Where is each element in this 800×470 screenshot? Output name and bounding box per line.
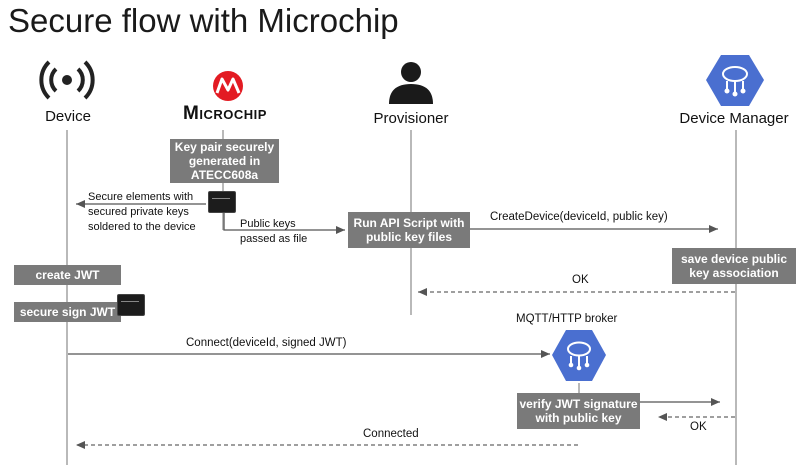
- secure-elements-note: Secure elements with secured private key…: [88, 191, 196, 233]
- broker-icon: [552, 330, 606, 381]
- device-manager-icon: [706, 55, 764, 106]
- page-title: Secure flow with Microchip: [8, 2, 399, 39]
- create-jwt-box: create JWT: [14, 265, 121, 285]
- chip-icon: [208, 191, 236, 213]
- microchip-logo-text: Microchip: [183, 103, 267, 124]
- device-icon: [39, 60, 95, 100]
- person-icon: [389, 62, 433, 104]
- connected-label: Connected: [363, 428, 419, 440]
- public-keys-note: Public keys passed as file: [240, 218, 308, 245]
- arrow-public-keys: [223, 207, 345, 234]
- provisioner-label: Provisioner: [373, 110, 449, 127]
- device-lifeline: [66, 130, 68, 465]
- microchip-logo-icon: [213, 71, 243, 101]
- manager-lifeline: [735, 130, 737, 465]
- broker-lifeline: [578, 383, 580, 395]
- run-script-box: Run API Script with public key files: [348, 212, 470, 248]
- device-manager-label: Device Manager: [679, 110, 789, 127]
- ok1-label: OK: [572, 274, 589, 286]
- create-device-label: CreateDevice(deviceId, public key): [490, 211, 668, 223]
- device-label: Device: [45, 108, 91, 125]
- ok2-label: OK: [690, 421, 707, 433]
- broker-label: MQTT/HTTP broker: [516, 313, 618, 325]
- save-assoc-box: save device public key association: [672, 248, 796, 284]
- connect-label: Connect(deviceId, signed JWT): [186, 337, 347, 349]
- sign-jwt-box: secure sign JWT: [14, 302, 121, 322]
- chip-icon: [117, 294, 145, 316]
- keypair-box: Key pair securely generated in ATECC608a: [170, 139, 279, 183]
- verify-jwt-box: verify JWT signature with public key: [517, 393, 640, 429]
